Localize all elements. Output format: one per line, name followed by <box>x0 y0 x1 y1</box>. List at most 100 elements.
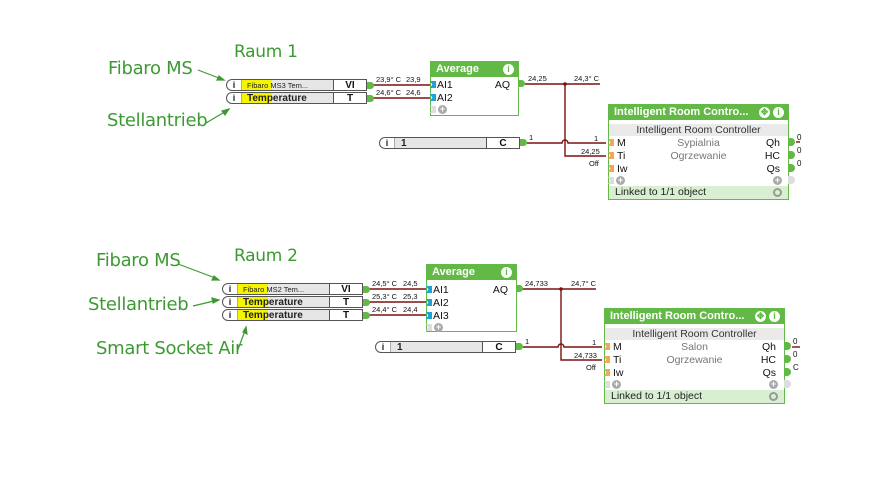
add-input-pin[interactable] <box>608 177 614 184</box>
r1-output-hc-connector[interactable] <box>788 151 795 159</box>
r2-output-connector-1[interactable] <box>363 286 370 293</box>
info-icon[interactable]: i <box>232 80 236 90</box>
r1-output-connector-2[interactable] <box>367 95 374 102</box>
port-hc: HC <box>760 354 776 366</box>
r1-output-connector-1[interactable] <box>367 82 374 89</box>
port-ai1: AI1 <box>433 284 449 296</box>
r2-add-output-connector[interactable] <box>784 380 791 388</box>
r1-output-qs-connector[interactable] <box>788 164 795 172</box>
input-pin-iw[interactable] <box>608 165 614 172</box>
add-input-icon[interactable]: + <box>434 322 443 332</box>
input-tag: T <box>329 297 362 308</box>
input-name: Temperature <box>237 297 329 307</box>
r1-average-output-connector[interactable] <box>518 80 525 87</box>
r1-input-fibaro-ms3[interactable]: i Fibaro MS3 Tem... VI <box>226 79 367 91</box>
input-pin-m[interactable] <box>608 139 614 146</box>
r2-input-temperature-2[interactable]: i Temperature T <box>222 309 363 321</box>
add-input-pin[interactable] <box>430 106 436 113</box>
move-icon[interactable]: ✥ <box>755 311 766 322</box>
r2-constant-input[interactable]: i 1 C <box>375 341 516 353</box>
r2-average-out-display: 24,7° C <box>571 279 597 288</box>
add-input-pin[interactable] <box>604 381 610 388</box>
input-pin-ti[interactable] <box>608 152 614 159</box>
add-input-icon[interactable]: + <box>612 379 621 389</box>
link-icon[interactable] <box>773 188 782 197</box>
r2-input-temperature-1[interactable]: i Temperature T <box>222 296 363 308</box>
input-pin-iw[interactable] <box>604 369 610 376</box>
r1-wire-label-1-raw: 23,9 <box>406 75 421 84</box>
add-input-icon[interactable]: + <box>438 104 447 114</box>
link-icon[interactable] <box>769 392 778 401</box>
r1-constant-input[interactable]: i 1 C <box>379 137 520 149</box>
r1-add-output-connector[interactable] <box>788 176 795 184</box>
port-qs: Qs <box>766 163 780 175</box>
r1-constant-output-connector[interactable] <box>520 139 527 146</box>
r2-out-qh-value: 0 <box>793 337 798 346</box>
r2-wire-label-3-value: 24,4° C <box>372 305 398 314</box>
info-icon[interactable]: i <box>501 267 512 278</box>
linked-status: Linked to 1/1 object <box>605 390 784 403</box>
input-pin[interactable] <box>426 312 432 319</box>
info-icon[interactable]: i <box>381 342 385 352</box>
r2-output-hc-connector[interactable] <box>784 355 791 363</box>
info-icon[interactable]: i <box>228 284 232 294</box>
input-name: Fibaro MS2 Tem... <box>237 284 329 294</box>
room-name: Salon <box>681 341 708 353</box>
wire-r2-avg-to-ti <box>560 289 602 361</box>
wire-r2-const <box>523 343 602 348</box>
r1-wire-label-2-value: 24,6° C <box>376 88 402 97</box>
room1-label-fibaro: Fibaro MS <box>108 58 193 79</box>
r1-output-qh-connector[interactable] <box>788 138 795 146</box>
add-output-icon[interactable]: + <box>773 175 782 185</box>
block-subtitle: Intelligent Room Controller <box>605 328 784 340</box>
input-pin[interactable] <box>430 81 436 88</box>
block-title: Average <box>436 63 480 75</box>
info-icon[interactable]: i <box>228 297 232 307</box>
r2-output-qh-connector[interactable] <box>784 342 791 350</box>
input-pin[interactable] <box>430 94 436 101</box>
r2-average-output-connector[interactable] <box>516 285 523 292</box>
r2-irc-ti-value: 24,733 <box>574 351 597 360</box>
r2-constant-output-connector[interactable] <box>516 343 523 350</box>
r2-output-connector-2[interactable] <box>363 299 370 306</box>
constant-value: 1 <box>390 342 482 352</box>
r2-intelligent-room-controller[interactable]: Intelligent Room Contro...✥i Intelligent… <box>604 308 785 404</box>
port-aq: AQ <box>494 79 510 91</box>
r2-out-hc-value: 0 <box>793 350 798 359</box>
room-name: Sypialnia <box>677 137 720 149</box>
r1-irc-iw-value: Off <box>589 159 599 168</box>
port-qh: Qh <box>765 137 780 149</box>
add-output-icon[interactable]: + <box>769 379 778 389</box>
r1-input-temperature[interactable]: i Temperature T <box>226 92 367 104</box>
r1-irc-ti-value: 24,25 <box>581 147 600 156</box>
info-icon[interactable]: i <box>385 138 389 148</box>
info-icon[interactable]: i <box>228 310 232 320</box>
r1-constant-out-value: 1 <box>529 133 534 142</box>
input-pin-m[interactable] <box>604 343 610 350</box>
input-pin[interactable] <box>426 299 432 306</box>
add-input-pin[interactable] <box>426 324 432 331</box>
info-icon[interactable]: i <box>769 311 780 322</box>
r2-irc-iw-value: Off <box>586 363 596 372</box>
move-icon[interactable]: ✥ <box>759 107 770 118</box>
room1-title: Raum 1 <box>234 42 298 62</box>
input-name: Fibaro MS3 Tem... <box>241 80 333 90</box>
r2-average-out-value: 24,733 <box>525 279 548 288</box>
input-pin[interactable] <box>426 286 432 293</box>
info-icon[interactable]: i <box>503 64 514 75</box>
info-icon[interactable]: i <box>773 107 784 118</box>
arrow-r2-fibaro <box>177 263 219 280</box>
port-qs: Qs <box>762 367 776 379</box>
r1-irc-m-value: 1 <box>594 134 599 143</box>
input-pin-ti[interactable] <box>604 356 610 363</box>
info-icon[interactable]: i <box>232 93 236 103</box>
r2-output-connector-3[interactable] <box>363 312 370 319</box>
r2-output-qs-connector[interactable] <box>784 368 791 376</box>
input-name: Temperature <box>237 310 329 320</box>
r1-intelligent-room-controller[interactable]: Intelligent Room Contro...✥i Intelligent… <box>608 104 789 200</box>
r2-input-fibaro-ms2[interactable]: i Fibaro MS2 Tem... VI <box>222 283 363 295</box>
add-input-icon[interactable]: + <box>616 175 625 185</box>
